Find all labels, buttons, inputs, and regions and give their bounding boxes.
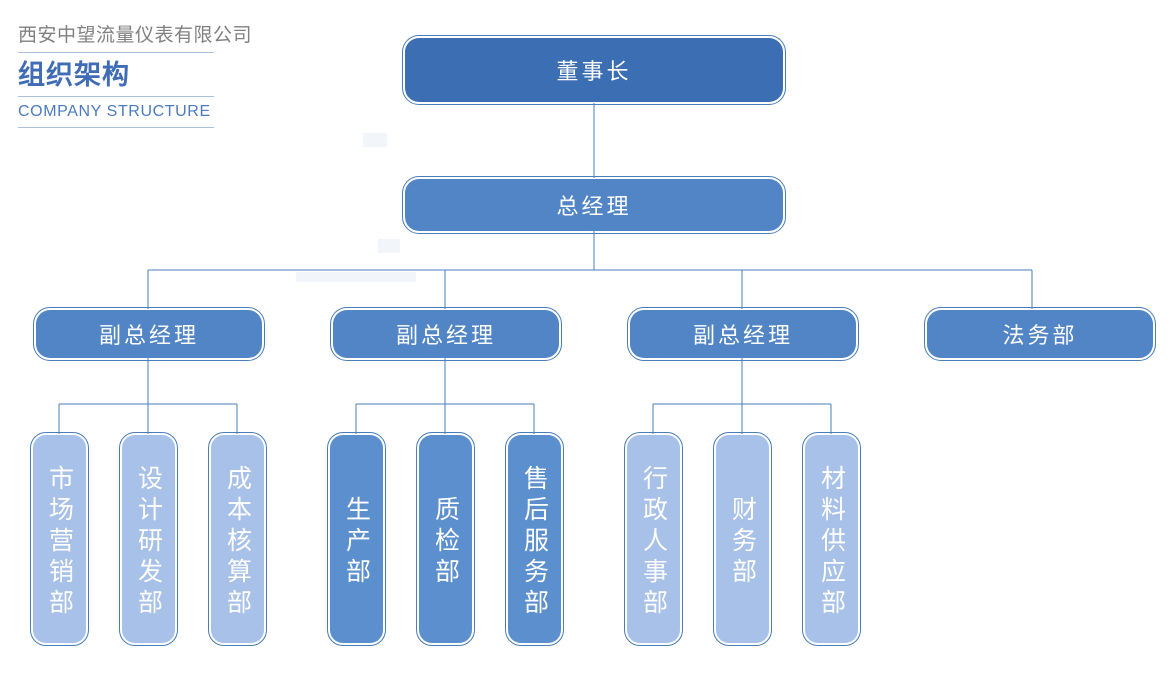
node-label: 质检部: [431, 495, 460, 589]
page-subtitle: COMPANY STRUCTURE: [18, 103, 211, 120]
node-material-supply-department[interactable]: 材料供应部: [802, 432, 861, 646]
header-divider-mid: [18, 96, 214, 97]
node-design-rd-department[interactable]: 设计研发部: [119, 432, 178, 646]
node-legal-department[interactable]: 法务部: [924, 307, 1156, 361]
node-cost-accounting-department[interactable]: 成本核算部: [208, 432, 267, 646]
node-after-sales-service-department[interactable]: 售后服务部: [505, 432, 564, 646]
background-artifact: [296, 272, 416, 282]
page-title: 组织架构: [18, 60, 130, 90]
header-divider-bottom: [18, 127, 214, 128]
node-vice-general-manager-2[interactable]: 副总经理: [330, 307, 562, 361]
node-label: 总经理: [556, 194, 632, 219]
header-divider-top: [18, 52, 214, 53]
node-label: 副总经理: [98, 323, 199, 348]
background-artifact: [363, 133, 387, 147]
node-label: 成本核算部: [223, 464, 252, 620]
node-label: 生产部: [342, 495, 371, 589]
header-block: 西安中望流量仪表有限公司 组织架构 COMPANY STRUCTURE: [18, 24, 253, 128]
node-vice-general-manager-1[interactable]: 副总经理: [33, 307, 265, 361]
node-production-department[interactable]: 生产部: [327, 432, 386, 646]
node-vice-general-manager-3[interactable]: 副总经理: [627, 307, 859, 361]
node-label: 财务部: [728, 495, 757, 589]
node-chairman[interactable]: 董事长: [402, 35, 786, 105]
node-label: 设计研发部: [134, 464, 163, 620]
node-label: 法务部: [1002, 323, 1078, 348]
node-label: 董事长: [556, 59, 632, 84]
node-quality-inspection-department[interactable]: 质检部: [416, 432, 475, 646]
company-name: 西安中望流量仪表有限公司: [18, 25, 253, 46]
node-finance-department[interactable]: 财务部: [713, 432, 772, 646]
node-label: 行政人事部: [639, 464, 668, 620]
node-general-manager[interactable]: 总经理: [402, 176, 786, 234]
node-label: 副总经理: [692, 323, 793, 348]
node-admin-hr-department[interactable]: 行政人事部: [624, 432, 683, 646]
node-label: 市场营销部: [45, 464, 74, 620]
node-marketing-department[interactable]: 市场营销部: [30, 432, 89, 646]
node-label: 售后服务部: [520, 464, 549, 620]
background-artifact: [378, 239, 400, 253]
node-label: 材料供应部: [817, 464, 846, 620]
node-label: 副总经理: [395, 323, 496, 348]
